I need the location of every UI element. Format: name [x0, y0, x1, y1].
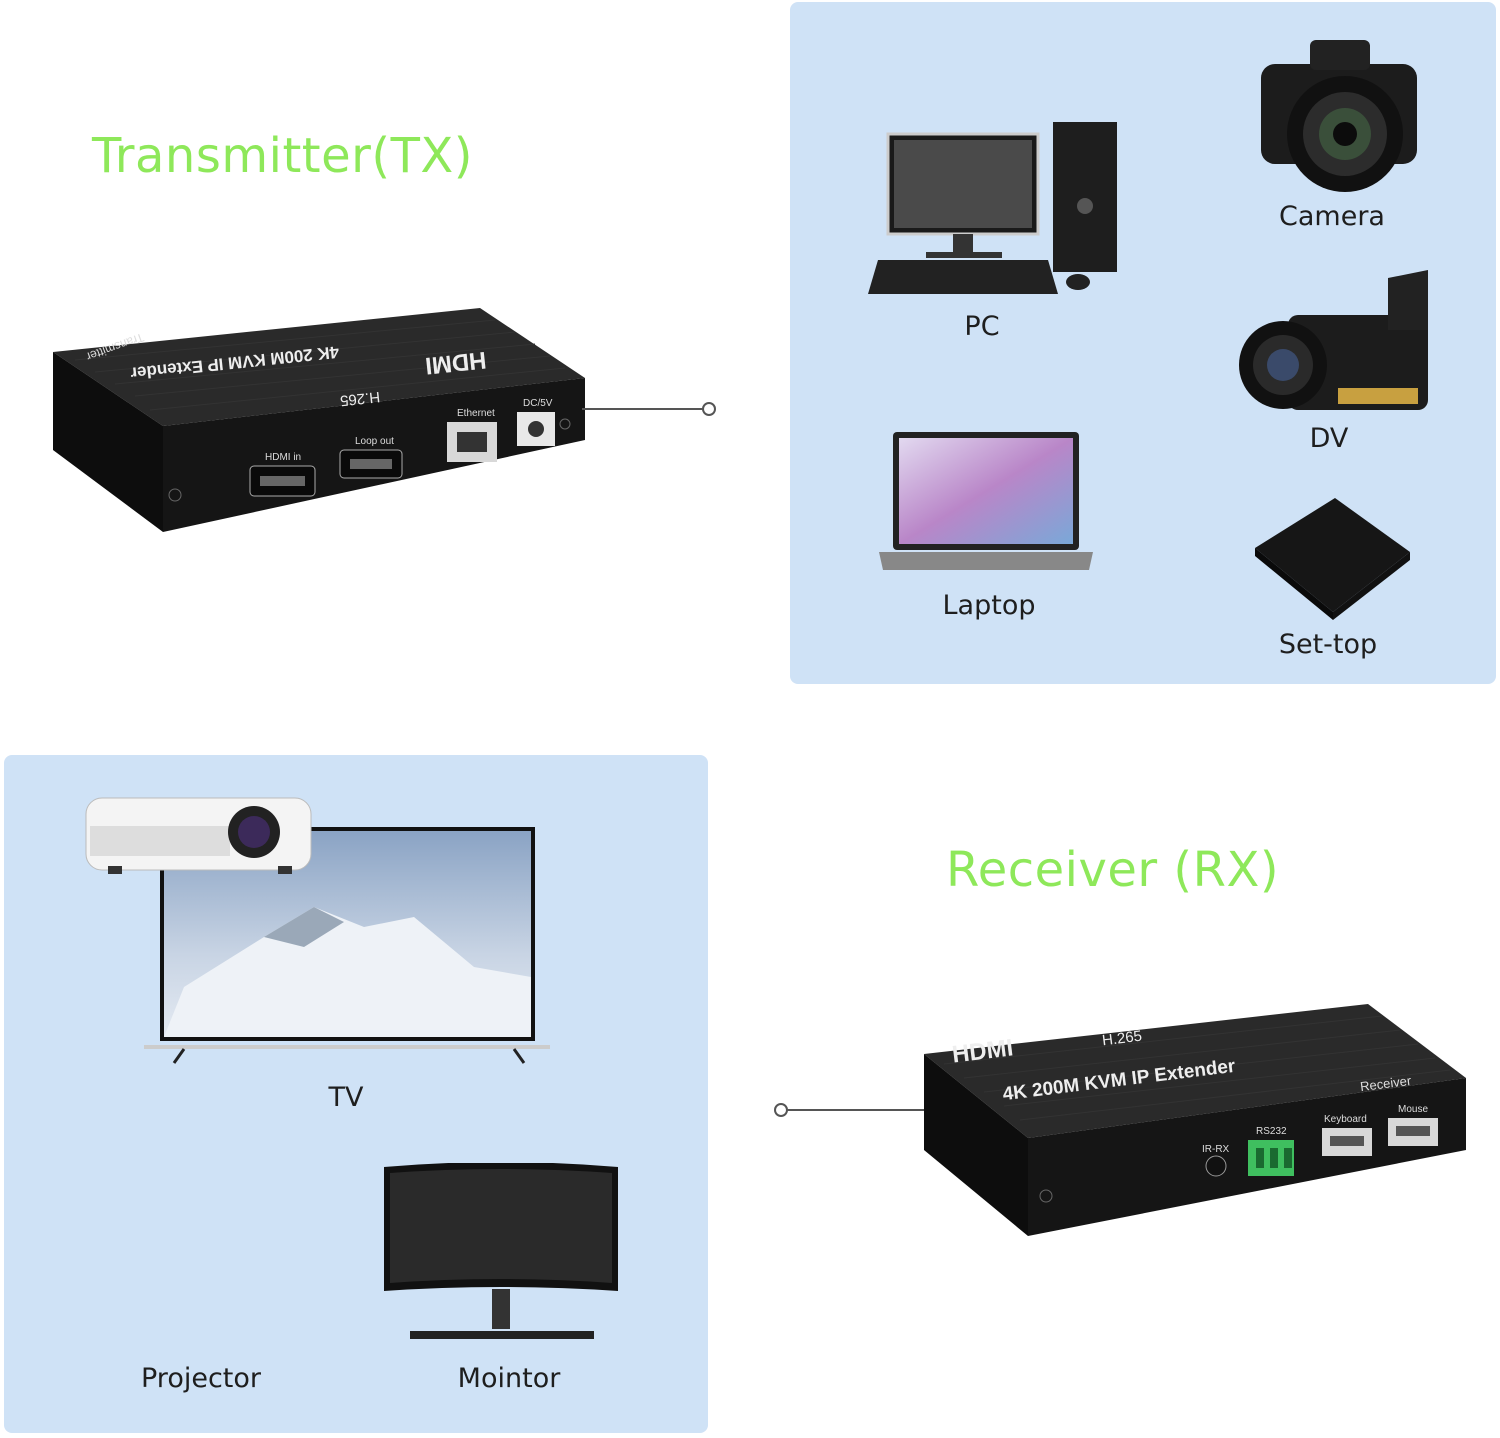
- monitor-icon: [384, 1163, 618, 1339]
- rx-port-mouse-label: Mouse: [1398, 1104, 1429, 1115]
- display-devices-panel: TV Projector Mointor: [4, 755, 708, 1433]
- source-label-laptop: Laptop: [942, 590, 1036, 621]
- camcorder-icon: [1239, 270, 1428, 410]
- transmitter-device-illustration: [53, 308, 585, 532]
- display-label-projector: Projector: [141, 1363, 261, 1394]
- pc-icon: [868, 122, 1117, 294]
- rx-port-rs232-label: RS232: [1256, 1126, 1287, 1137]
- source-label-pc: PC: [964, 311, 1000, 342]
- receiver-device-illustration: [924, 1004, 1466, 1236]
- receiver-connector-end: [774, 1103, 788, 1117]
- camera-icon: [1261, 40, 1417, 192]
- receiver-connector-line: [786, 1109, 926, 1111]
- transmitter-device: 4K 200M KVM IP Extender HDMI H.265 Trans…: [45, 300, 590, 540]
- tx-port-dc-label: DC/5V: [523, 398, 553, 409]
- projector-icon: [85, 797, 312, 874]
- laptop-icon: [879, 432, 1093, 570]
- receiver-title: Receiver (RX): [946, 842, 1280, 898]
- source-devices-panel: PC Camera DV Laptop Set-top: [790, 2, 1496, 684]
- display-label-monitor: Mointor: [457, 1363, 561, 1394]
- rx-port-ir-rx-label: IR-RX: [1202, 1144, 1230, 1155]
- display-label-tv: TV: [328, 1082, 364, 1113]
- set-top-box-icon: [1255, 498, 1410, 620]
- receiver-device: HDMI H.265 4K 200M KVM IP Extender Recei…: [920, 1000, 1470, 1240]
- tx-port-hdmi-in-label: HDMI in: [265, 452, 302, 463]
- tx-port-loop-out-label: Loop out: [355, 436, 394, 447]
- transmitter-title: Transmitter(TX): [92, 128, 473, 184]
- source-label-set-top: Set-top: [1278, 629, 1378, 660]
- tx-port-ethernet-label: Ethernet: [457, 408, 495, 419]
- transmitter-connector-end: [702, 402, 716, 416]
- transmitter-connector-line: [582, 408, 704, 410]
- rx-port-keyboard-label: Keyboard: [1324, 1114, 1367, 1125]
- source-label-dv: DV: [1309, 423, 1349, 454]
- source-label-camera: Camera: [1279, 201, 1385, 232]
